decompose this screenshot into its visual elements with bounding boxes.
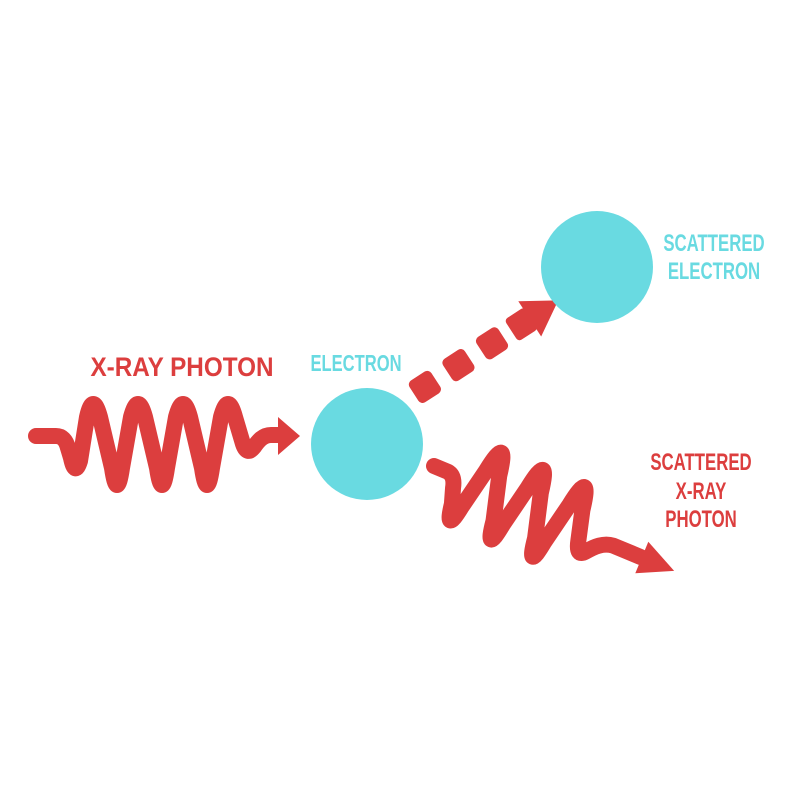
dashed-arrowhead-icon — [518, 300, 559, 337]
scattered-photon-label-line1: SCATTERED — [650, 449, 751, 476]
scattered-wave-arrowhead-icon — [635, 541, 675, 574]
scattered-electron-path-arrow-icon — [408, 300, 559, 403]
electron-label: ELECTRON — [310, 351, 401, 376]
incident-wave-arrowhead-icon — [278, 417, 300, 455]
scattered-electron-label-line2: ELECTRON — [668, 258, 760, 285]
incident-photon-label: X-RAY PHOTON — [90, 353, 273, 382]
scattered-electron-circle — [541, 211, 653, 323]
incident-photon-wave-icon — [28, 396, 300, 493]
dash-segment — [408, 370, 441, 403]
scattered-photon-label: SCATTERED X-RAY PHOTON — [650, 449, 751, 533]
scattered-wave-squiggle — [426, 444, 649, 566]
scattered-electron-label: SCATTERED ELECTRON — [663, 230, 764, 285]
scattered-photon-label-line2: X-RAY — [676, 478, 727, 505]
scattered-electron-label-line1: SCATTERED — [663, 230, 764, 257]
electron-circle — [311, 388, 423, 500]
dash-segment — [475, 327, 509, 360]
scattered-photon-label-line3: PHOTON — [665, 506, 737, 533]
incident-wave-squiggle — [28, 396, 288, 493]
dash-segment — [442, 349, 475, 382]
scattered-photon-wave-icon — [426, 444, 675, 574]
